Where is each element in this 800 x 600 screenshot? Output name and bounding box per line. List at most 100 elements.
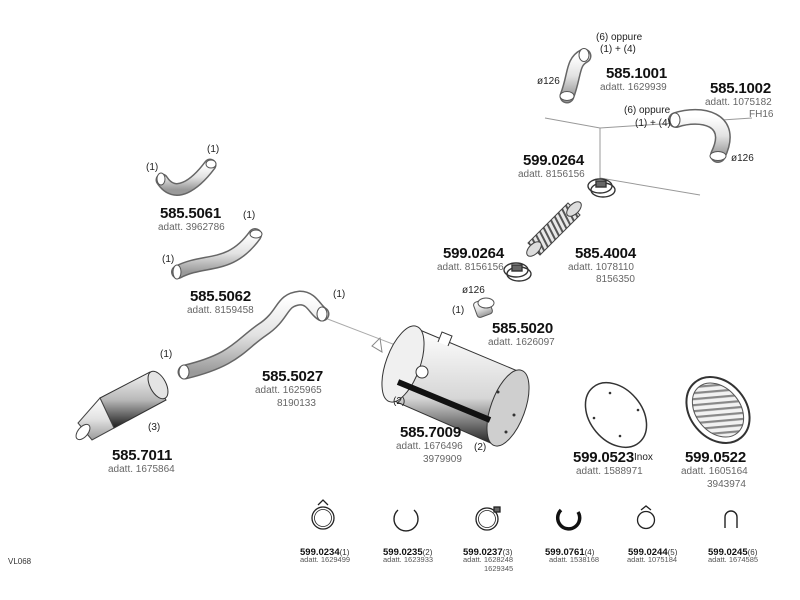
part-adatt-extra: 8190133 (277, 398, 316, 409)
ref-note: (2) (393, 396, 406, 407)
pipe-585-5027[interactable] (177, 290, 330, 380)
clamp-label-599-0761[interactable]: 599.0761(4) (545, 542, 594, 560)
part-adatt-extra: 3943974 (707, 479, 746, 490)
part-adatt: adatt. 3962786 (158, 222, 225, 233)
clamp-label-599-0237[interactable]: 599.0237(3) (463, 542, 512, 560)
grille-599-0522[interactable] (673, 364, 762, 455)
alt-note: (6) oppure (624, 105, 671, 116)
ref-note: (1) (243, 210, 256, 221)
band-clamp-icon (475, 506, 501, 531)
alt-note: (1) + (4) (635, 118, 671, 129)
clamp-adatt: adatt. 1628248 (463, 555, 514, 564)
clamp-ref: (1) (339, 548, 350, 557)
part-number: 599.0522 (685, 449, 746, 466)
clamp-code: 599.0237 (463, 547, 503, 558)
diameter-note: ø126 (537, 76, 560, 87)
part-number: 585.5020 (492, 320, 553, 337)
part-label-599-0264-b[interactable]: 599.0264 (443, 245, 504, 262)
clamp-code: 599.0245 (708, 547, 748, 558)
part-label-585-5062[interactable]: 585.5062 (190, 288, 251, 305)
part-label-599-0264-a[interactable]: 599.0264 (523, 152, 584, 169)
part-label-599-0522[interactable]: 599.0522 (685, 449, 746, 466)
part-label-585-5061[interactable]: 585.5061 (160, 205, 221, 222)
material-note: Inox (634, 452, 653, 463)
band-clamp-icon (636, 505, 656, 530)
clamp-ref: (5) (667, 548, 678, 557)
ref-note: (1) (207, 144, 220, 155)
part-adatt-extra: 3979909 (423, 454, 462, 465)
part-number: 599.0523 (573, 449, 634, 466)
part-adatt: adatt. 1675864 (108, 464, 175, 475)
part-label-585-1001[interactable]: 585.1001 (606, 65, 667, 82)
part-adatt-extra: 8156350 (596, 274, 635, 285)
part-label-585-4004[interactable]: 585.4004 (575, 245, 636, 262)
part-number: 585.1001 (606, 65, 667, 82)
part-label-585-5027[interactable]: 585.5027 (262, 368, 323, 385)
part-number: 585.4004 (575, 245, 636, 262)
clamp-code: 599.0234 (300, 547, 340, 558)
part-number: 585.5062 (190, 288, 251, 305)
part-adatt: adatt. 1629939 (600, 82, 667, 93)
clamp-ref: (2) (422, 548, 433, 557)
part-label-585-1002[interactable]: 585.1002 (710, 80, 771, 97)
clamp-code: 599.0235 (383, 547, 423, 558)
alt-note: (1) + (4) (600, 44, 636, 55)
part-number: 599.0264 (443, 245, 504, 262)
clamp-adatt: adatt. 1623933 (383, 555, 434, 564)
part-label-585-7009[interactable]: 585.7009 (400, 424, 461, 441)
clamp-adatt-extra: 1629345 (484, 564, 514, 573)
clamp-label-599-0235[interactable]: 599.0235(2) (383, 542, 432, 560)
page-code: VL068 (8, 557, 32, 566)
pipe-585-5061[interactable] (155, 158, 217, 196)
leader-lines (324, 317, 399, 353)
clamp-code: 599.0244 (628, 547, 668, 558)
part-adatt-extra: FH16 (749, 109, 774, 120)
part-label-585-5020[interactable]: 585.5020 (492, 320, 553, 337)
ref-note: (1) (160, 349, 173, 360)
clamp-label-599-0244[interactable]: 599.0244(5) (628, 542, 677, 560)
clamp-adatt: adatt. 1538168 (549, 555, 600, 564)
plate-599-0523[interactable] (573, 371, 659, 460)
band-clamp-599-0264-lower[interactable] (503, 262, 532, 282)
ref-note: (1) (162, 254, 175, 265)
thick-ring-clamp-icon (555, 508, 582, 531)
clamp-ref: (6) (747, 548, 758, 557)
part-adatt: adatt. 1075182 (705, 97, 772, 108)
part-number: 585.5027 (262, 368, 323, 385)
part-adatt: adatt. 8159458 (187, 305, 254, 316)
clamp-adatt: adatt. 1629499 (300, 555, 351, 564)
ref-note: (1) (146, 162, 159, 173)
elbow-pipe-585-1001[interactable] (559, 48, 592, 104)
part-adatt: adatt. 1588971 (576, 466, 643, 477)
clamp-label-599-0245[interactable]: 599.0245(6) (708, 542, 757, 560)
short-pipe-585-5020[interactable] (473, 297, 495, 319)
part-label-599-0523[interactable]: 599.0523 (573, 449, 634, 466)
part-number: 585.7011 (112, 447, 173, 464)
clamp-label-599-0234[interactable]: 599.0234(1) (300, 542, 349, 560)
pipe-585-5062[interactable] (171, 228, 263, 280)
clamp-code: 599.0761 (545, 547, 585, 558)
part-adatt: adatt. 1676496 (396, 441, 463, 452)
ref-note: (3) (148, 422, 161, 433)
silencer-585-7011[interactable] (73, 368, 172, 442)
part-number: 585.7009 (400, 424, 461, 441)
band-clamp-599-0264-upper[interactable] (587, 178, 616, 198)
ref-note: (1) (333, 289, 346, 300)
diameter-note: ø126 (462, 285, 485, 296)
part-number: 599.0264 (523, 152, 584, 169)
part-adatt: adatt. 1625965 (255, 385, 322, 396)
muffler-585-7009[interactable] (373, 321, 537, 452)
elbow-pipe-585-1002[interactable] (668, 108, 731, 163)
part-number: 585.5061 (160, 205, 221, 222)
band-clamp-icon (311, 499, 335, 530)
flex-bellows-585-4004[interactable] (524, 199, 584, 259)
ref-note: (1) (452, 305, 465, 316)
part-adatt: adatt. 8156156 (437, 262, 504, 273)
alt-note: (6) oppure (596, 32, 643, 43)
diameter-note: ø126 (731, 153, 754, 164)
clamp-adatt: adatt. 1674585 (708, 555, 759, 564)
part-adatt: adatt. 1605164 (681, 466, 748, 477)
part-label-585-7011[interactable]: 585.7011 (112, 447, 172, 464)
part-adatt: adatt. 1078110 (568, 262, 634, 273)
